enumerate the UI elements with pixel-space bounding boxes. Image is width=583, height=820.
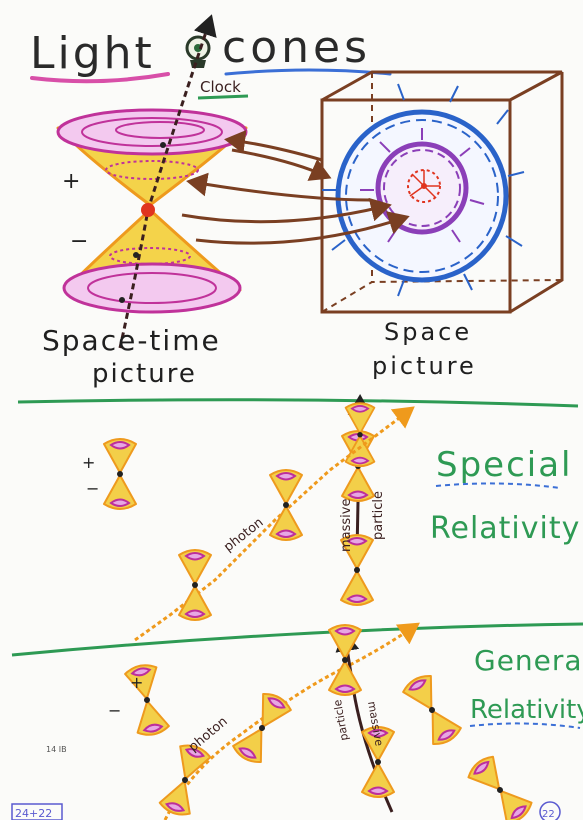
general-cone-6	[465, 753, 535, 820]
corner-bottom-right: 22	[542, 809, 555, 820]
corner-small-mark: 14 IB	[46, 745, 67, 754]
special-minus-sign: −	[86, 479, 99, 498]
general-cone-3	[231, 690, 294, 767]
general-title-line1: General	[474, 644, 583, 677]
special-reference-cone	[104, 439, 136, 509]
special-massive-label: massive	[339, 499, 354, 552]
title-light: Light	[30, 28, 155, 79]
separator-top	[18, 400, 578, 406]
space-caption-line1: Space	[384, 318, 472, 346]
spacetime-caption-line1: Space-time	[42, 324, 221, 357]
top-minus-sign: −	[70, 229, 88, 254]
general-minus-sign: −	[108, 701, 121, 720]
general-cone-5	[401, 672, 464, 749]
corner-bottom-left: 24+22	[15, 807, 52, 820]
clock-icon	[187, 37, 209, 68]
special-title-line1: Special	[436, 445, 573, 485]
general-particle-label: particle	[331, 698, 351, 741]
special-particle-label: particle	[371, 491, 386, 540]
general-plus-sign: +	[130, 673, 143, 692]
special-cone-4	[179, 550, 211, 620]
top-plus-sign: +	[62, 169, 80, 194]
general-title-line2: Relativity	[470, 695, 583, 725]
space-caption-line2: picture	[372, 352, 477, 380]
spacetime-caption-line2: picture	[92, 359, 197, 389]
special-title-line2: Relativity	[430, 511, 580, 546]
clock-label: Clock	[200, 78, 241, 96]
space-picture-box	[322, 72, 562, 312]
special-cone-5	[270, 470, 302, 540]
title-cones: cones	[222, 22, 371, 73]
general-cone-4	[158, 742, 212, 819]
special-plus-sign: +	[82, 453, 95, 472]
clock-label-underline	[198, 96, 248, 98]
